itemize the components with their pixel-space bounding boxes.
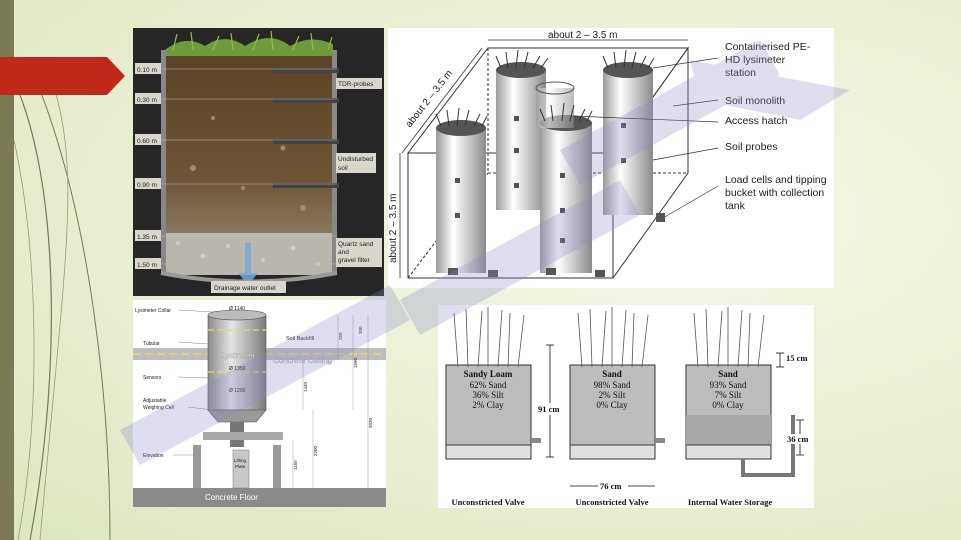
decorative-curves: [13, 89, 111, 540]
callout-containerised: HD lysimeter: [725, 54, 786, 66]
column-composition: 2% Silt: [599, 390, 626, 400]
floor-label: Concrete Floor: [205, 493, 258, 502]
soil-profile-diagram: 0.10 m 0.30 m 0.60 m 0.90 m 1.35 m 1.50 …: [133, 28, 384, 296]
column-3: [685, 307, 795, 477]
depth-label: 0.90 m: [137, 182, 157, 189]
column-caption: Unconstricted Valve: [576, 497, 649, 507]
dim-v3: 2200: [313, 445, 318, 456]
drainage-arrow-icon: [238, 243, 258, 285]
dim-height: 91 cm: [538, 404, 559, 414]
station-diagram: about 2 – 3.5 m about 2 – 3.5 m about 2 …: [388, 28, 834, 288]
column-1: [445, 307, 541, 460]
dim-v5: 3930: [368, 417, 373, 428]
column-composition: 0% Clay: [596, 400, 628, 410]
undisturbed-label: Undisturbed: [338, 156, 373, 163]
dim-d-bot: Ø 1200: [229, 388, 246, 394]
callout-loadcells: tank: [725, 200, 746, 212]
weighing-label: Adjustable: [143, 398, 167, 404]
callout-probes: Soil probes: [725, 141, 778, 153]
depth-markers: 0.10 m 0.30 m 0.60 m 0.90 m 1.35 m 1.50 …: [135, 63, 161, 269]
column-caption: Unconstricted Valve: [452, 497, 525, 507]
dim-width: 76 cm: [600, 481, 621, 491]
column-title: Sandy Loam: [464, 369, 513, 379]
column-composition: 93% Sand: [710, 380, 747, 390]
depth-label: 0.30 m: [137, 97, 157, 104]
collar-label: Lysimeter Collar: [135, 308, 171, 314]
outlet-label: Drainage water outlet: [214, 285, 276, 292]
tubular-label: Tubular: [143, 341, 160, 347]
dim-v1: 1590: [353, 357, 358, 368]
depth-label: 0.60 m: [137, 138, 157, 145]
column-composition: 36% Silt: [472, 390, 504, 400]
backfill-label: Soil Backfill: [286, 336, 314, 342]
callout-loadcells: bucket with collection: [725, 187, 824, 199]
columns-diagram: Sandy Loam 62% Sand 36% Silt 2% Clay San…: [438, 305, 814, 508]
dim-v4: 1150: [293, 460, 298, 470]
column-composition: 2% Clay: [472, 400, 504, 410]
side-dimension: about 2 – 3.5 m: [388, 194, 399, 264]
depth-label: 0.10 m: [137, 67, 157, 74]
callout-containerised: Containerised PE-: [725, 41, 811, 53]
elevation-label: Elevation: [143, 453, 164, 459]
dim-v6: 250: [338, 332, 343, 340]
lysimeter-label: Lysimeter: [221, 351, 256, 360]
dim-v7: 300: [358, 326, 363, 334]
tdr-probes-label: TDR-probes: [338, 81, 374, 88]
depth-label: 1.50 m: [137, 262, 157, 269]
plate-label: Plate: [235, 464, 246, 469]
quartz-label: gravel filter: [338, 257, 371, 264]
engineering-diagram: Lifting Plate Lysimeter Collar Tubular S…: [133, 300, 386, 507]
sensors-label: Sensors: [143, 375, 162, 381]
grass-tuft: [495, 49, 549, 69]
top-dimension: about 2 – 3.5 m: [548, 30, 618, 41]
soil-profile-panel: 0.10 m 0.30 m 0.60 m 0.90 m 1.35 m 1.50 …: [133, 28, 384, 296]
dim-d-mid: Ø 1350: [229, 366, 246, 372]
columns-panel: Sandy Loam 62% Sand 36% Silt 2% Clay San…: [438, 305, 814, 508]
left-accent-bar: [0, 0, 14, 540]
ceiling-label: Concrete Ceiling: [273, 356, 332, 365]
dim-storage: 36 cm: [787, 434, 808, 444]
plate-label: Lifting: [234, 458, 247, 463]
engineering-panel: Lifting Plate Lysimeter Collar Tubular S…: [133, 300, 386, 507]
title-arrow: [0, 57, 125, 95]
callout-loadcells: Load cells and tipping: [725, 174, 827, 186]
undisturbed-label: soil: [338, 165, 348, 172]
depth-label: 1.35 m: [137, 234, 157, 241]
dim-v2: 1440: [303, 381, 308, 392]
quartz-label: Quartz sand: [338, 241, 374, 248]
quartz-label: and: [338, 249, 349, 256]
column-title: Sand: [602, 369, 622, 379]
dim-top: 15 cm: [786, 353, 807, 363]
callout-hatch: Access hatch: [725, 115, 788, 127]
station-panel: about 2 – 3.5 m about 2 – 3.5 m about 2 …: [388, 28, 834, 288]
dim-d-top: Ø 1140: [229, 306, 245, 312]
column-composition: 0% Clay: [712, 400, 744, 410]
column-composition: 98% Sand: [594, 380, 631, 390]
column-caption: Internal Water Storage: [688, 497, 772, 507]
column-composition: 7% Silt: [715, 390, 742, 400]
column-composition: 62% Sand: [470, 380, 507, 390]
column-title: Sand: [718, 369, 738, 379]
weighing-label: Weighing Cell: [143, 405, 174, 411]
callout-containerised: station: [725, 67, 756, 79]
callout-monolith: Soil monolith: [725, 95, 785, 107]
lysimeter-cylinders: [436, 62, 653, 273]
column-2: [569, 307, 665, 460]
